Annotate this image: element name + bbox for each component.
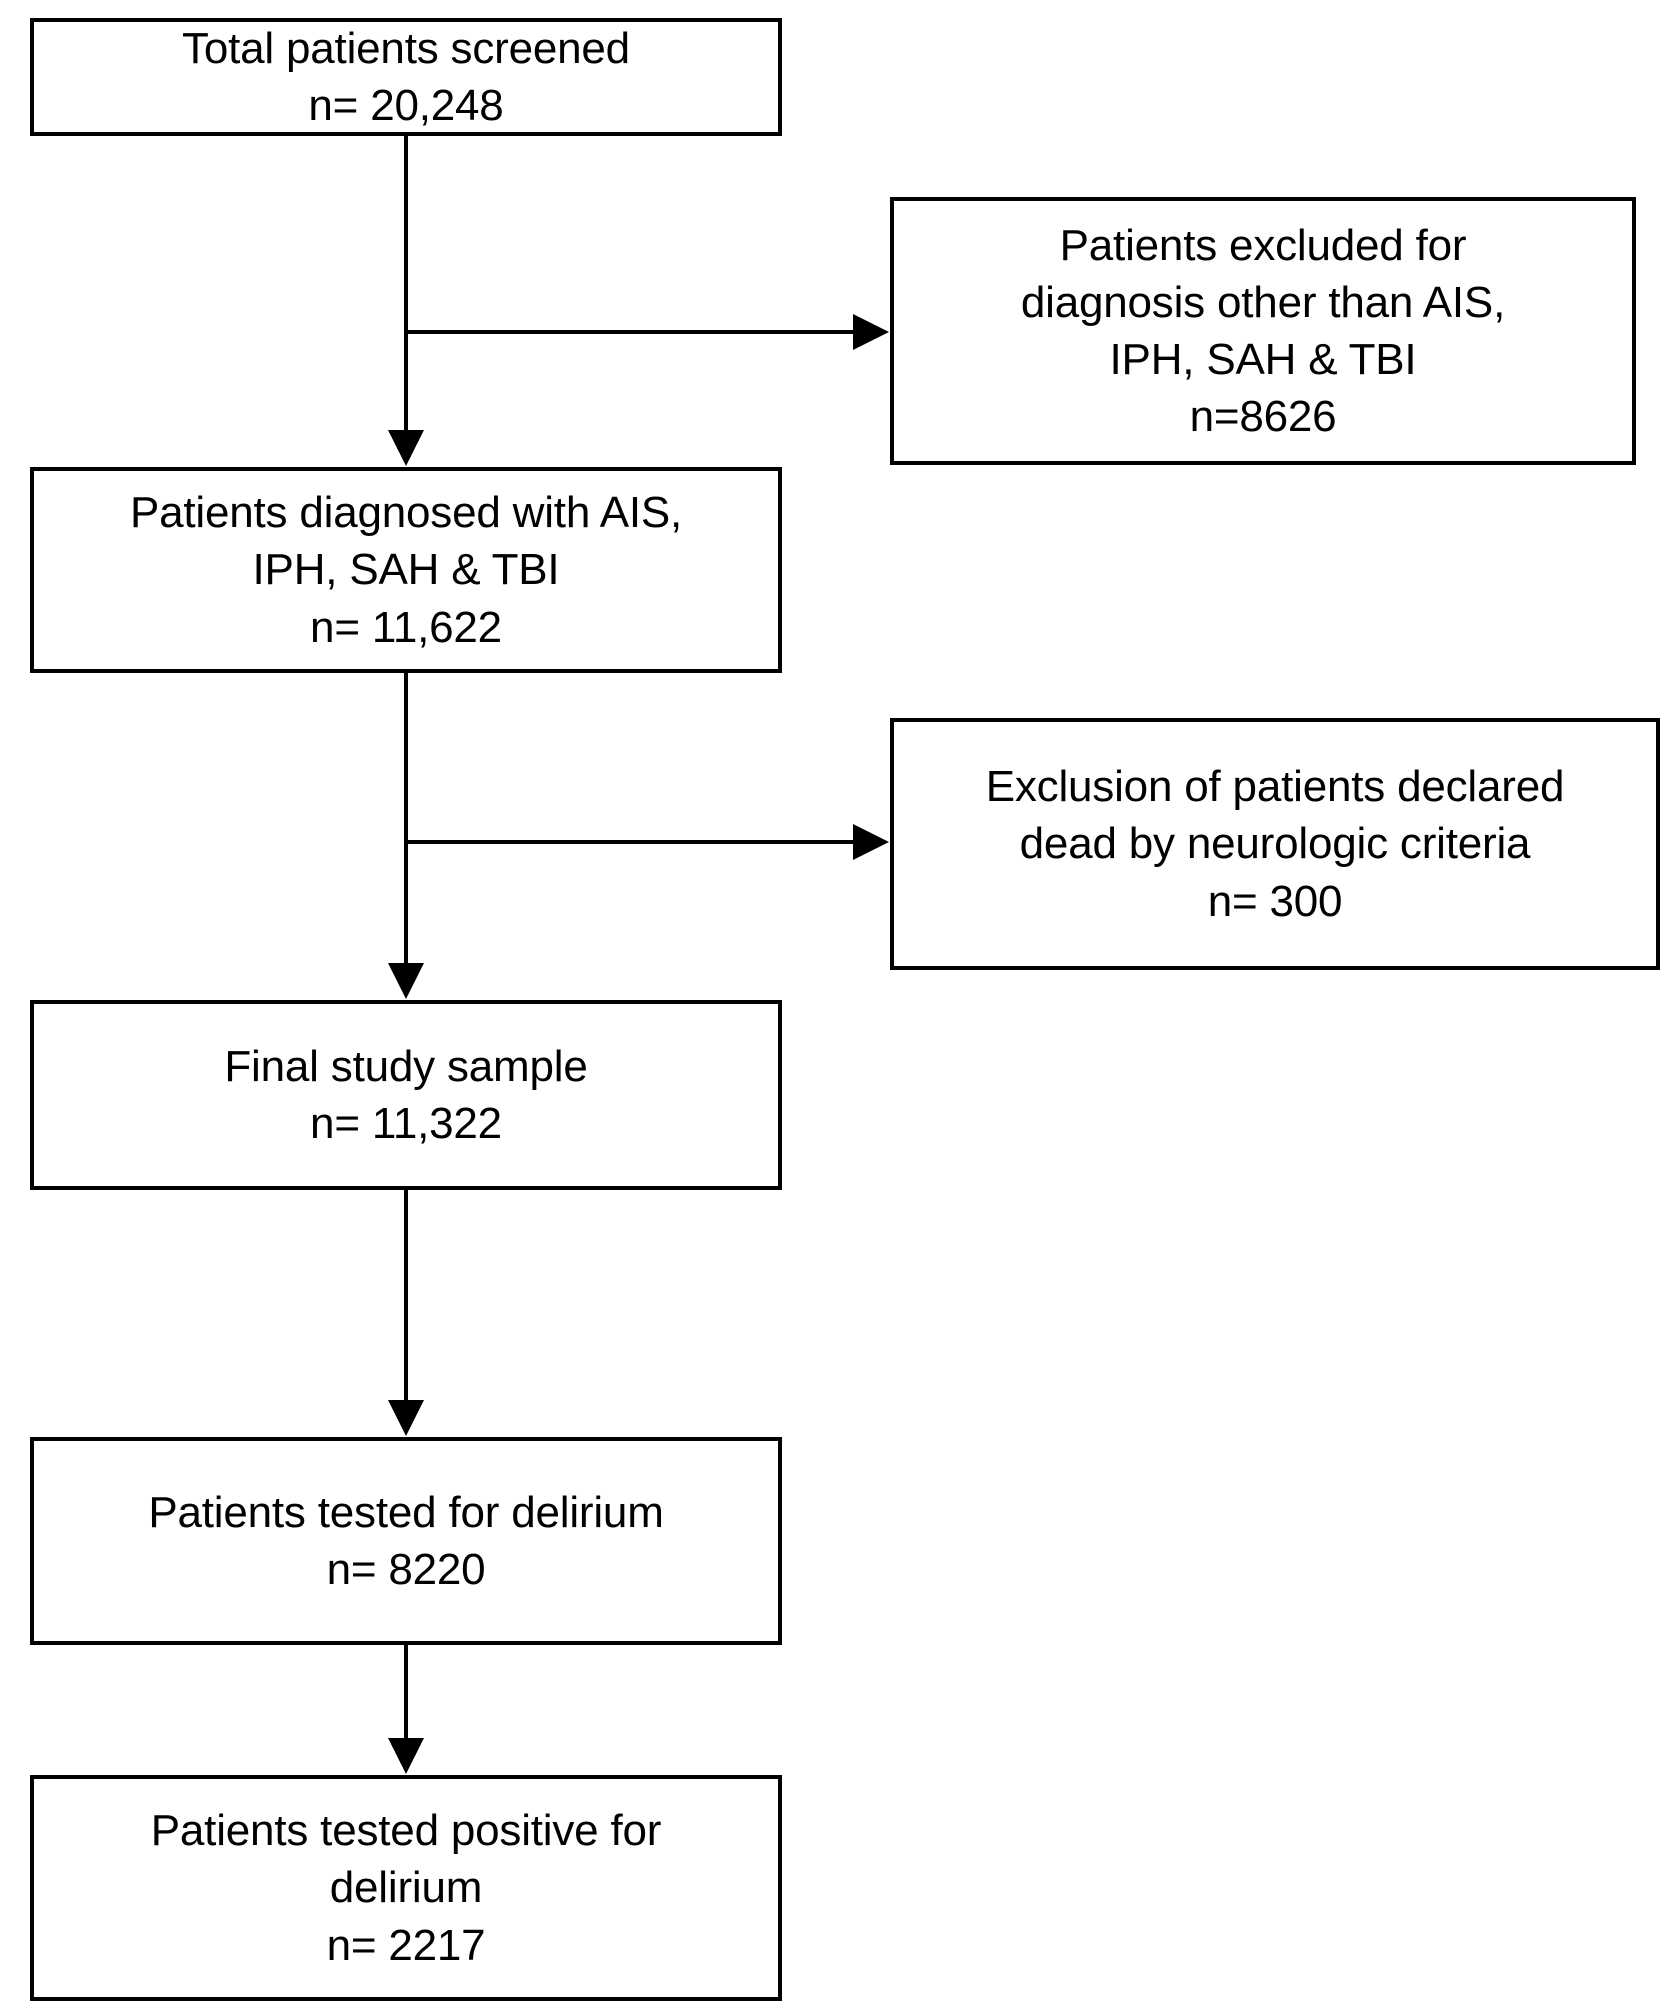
node-line: IPH, SAH & TBI [1109, 335, 1417, 384]
node-line: Patients diagnosed with AIS, [129, 488, 683, 538]
node-count: n= 8220 [326, 1545, 486, 1594]
node-count: n=8626 [1189, 392, 1337, 442]
node-count: n= 2217 [326, 1920, 486, 1970]
node-count: n= 20,248 [308, 81, 504, 130]
node-patients-excluded-diagnosis: Patients excluded for diagnosis other th… [890, 197, 1636, 465]
node-exclusion-dead-neurologic-criteria: Exclusion of patients declared dead by n… [890, 718, 1660, 970]
node-line: Patients excluded for [1059, 220, 1467, 270]
node-line: IPH, SAH & TBI [252, 545, 560, 595]
node-count: n= 300 [1207, 876, 1343, 926]
node-patients-tested-positive-for-delirium: Patients tested positive for delirium n=… [30, 1775, 782, 2001]
node-count: n= 11,622 [310, 602, 502, 652]
node-final-study-sample: Final study sample n= 11,322 [30, 1000, 782, 1190]
node-line: Patients tested positive for [150, 1806, 662, 1856]
node-patients-tested-for-delirium: Patients tested for delirium n= 8220 [30, 1437, 782, 1645]
node-line: Total patients screened [182, 23, 630, 73]
node-line: Final study sample [224, 1041, 588, 1091]
node-count: n= 11,322 [310, 1099, 502, 1148]
node-total-patients-screened: Total patients screened n= 20,248 [30, 18, 782, 136]
node-line: diagnosis other than AIS, [1020, 277, 1506, 327]
node-line: delirium [329, 1863, 483, 1913]
node-line: dead by neurologic criteria [1019, 819, 1531, 869]
node-line: Exclusion of patients declared [985, 762, 1565, 812]
node-patients-diagnosed: Patients diagnosed with AIS, IPH, SAH & … [30, 467, 782, 673]
node-line: Patients tested for delirium [148, 1487, 664, 1537]
